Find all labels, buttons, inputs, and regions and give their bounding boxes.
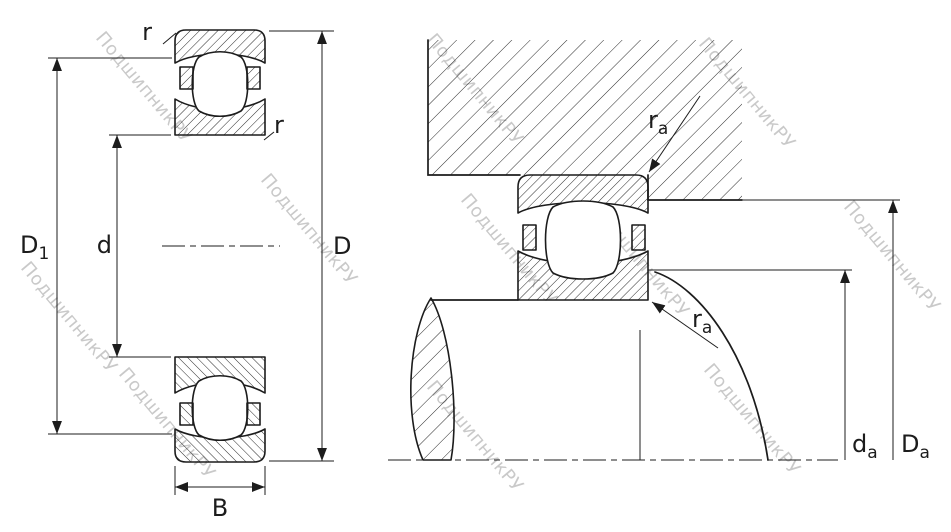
watermark-text: ПодшипникРУ <box>699 360 804 480</box>
shaft-break-section <box>410 297 455 461</box>
dim-label-ra-bottom: ra <box>692 305 712 338</box>
front-view: D D1 d B r r <box>20 18 351 522</box>
cage-section-right <box>246 66 261 90</box>
leader-line <box>648 95 701 173</box>
dimension-Da: Da <box>742 199 930 463</box>
dim-label-da: da <box>852 430 878 463</box>
cage-section-right <box>631 224 646 251</box>
dim-label-ra-top: ra <box>648 106 668 139</box>
mounted-bearing-section <box>517 174 649 301</box>
barrel-roller <box>544 200 622 280</box>
dim-label-Da: Da <box>901 430 930 463</box>
dim-label-D: D <box>333 232 351 260</box>
fillet-r-inner: r <box>263 111 284 141</box>
mounting-view: ra ra da Da <box>388 39 930 463</box>
housing-section <box>428 40 742 200</box>
shaft-shoulder-curve <box>654 271 769 461</box>
front-bottom-section <box>174 356 266 463</box>
leader-line <box>162 32 177 45</box>
front-top-section <box>174 29 266 136</box>
fillet-r-top: r <box>142 18 177 46</box>
dimension-ra-top: ra <box>648 95 701 173</box>
cage-section-left <box>179 66 194 90</box>
dim-label-d: d <box>97 231 112 259</box>
leader-line <box>651 301 719 349</box>
dim-label-D1: D1 <box>20 231 49 264</box>
watermark-text: ПодшипникРУ <box>839 197 944 317</box>
dimension-d: d <box>97 134 171 358</box>
watermark-text: ПодшипникРУ <box>256 170 361 290</box>
dim-label-r-inner: r <box>274 111 284 139</box>
barrel-roller <box>191 50 249 118</box>
dimension-D: D <box>269 30 351 462</box>
dimension-da: da <box>648 269 878 463</box>
dimension-B: B <box>174 466 266 522</box>
leader-line <box>263 131 275 141</box>
shaft <box>410 271 769 461</box>
dimension-ra-bottom: ra <box>651 301 719 349</box>
cage-section-left <box>522 224 537 251</box>
watermark-text: ПодшипникРУ <box>16 258 121 378</box>
dim-label-B: B <box>212 494 228 522</box>
dim-label-r-top: r <box>142 18 152 46</box>
dimension-D1: D1 <box>20 57 172 435</box>
